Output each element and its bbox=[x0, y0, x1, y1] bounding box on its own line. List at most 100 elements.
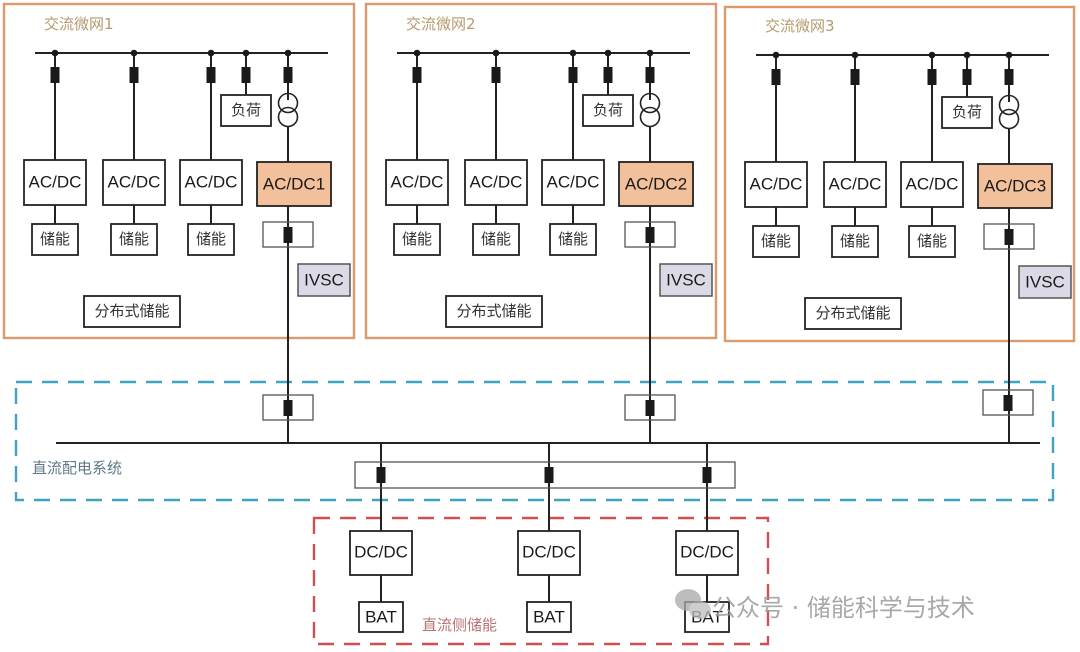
ac-dc-converter-label: AC/DC bbox=[470, 173, 523, 192]
ac-dc-converter-box bbox=[385, 159, 449, 206]
storage-box bbox=[31, 223, 79, 256]
dc-tie-breaker-frame bbox=[982, 389, 1034, 416]
breaker-icon bbox=[206, 67, 216, 83]
main-ac-dc-converter-label: AC/DC2 bbox=[625, 175, 687, 194]
ivsc-label: IVSC bbox=[304, 271, 344, 290]
distributed-storage-box bbox=[804, 297, 902, 330]
microgrid-panel-3 bbox=[723, 5, 1076, 343]
breaker-icon bbox=[412, 67, 422, 83]
bus-node-icon bbox=[130, 49, 138, 57]
storage-label: 储能 bbox=[119, 230, 149, 248]
ivsc-label: IVSC bbox=[1025, 273, 1065, 292]
ac-dc-converter-box bbox=[23, 159, 87, 206]
ac-dc-converter-box bbox=[102, 159, 166, 206]
breaker-icon bbox=[568, 67, 578, 83]
ivsc-box bbox=[1018, 265, 1072, 299]
breaker-icon bbox=[50, 67, 60, 83]
breaker-icon bbox=[1004, 69, 1014, 85]
distributed-storage-box bbox=[83, 295, 181, 328]
battery-label: BAT bbox=[365, 608, 397, 627]
transformer-icon bbox=[277, 106, 299, 128]
transformer-icon bbox=[998, 108, 1020, 130]
breaker-icon bbox=[241, 67, 251, 83]
storage-feeder-frame bbox=[354, 461, 736, 489]
ac-dc-converter-box bbox=[900, 161, 964, 208]
ac-dc-converter-label: AC/DC bbox=[906, 175, 959, 194]
wechat-bubble-icon bbox=[689, 601, 711, 619]
bus-node-icon bbox=[851, 51, 859, 59]
dc-dc-converter-box bbox=[349, 530, 413, 576]
storage-label: 储能 bbox=[40, 230, 70, 248]
bus-node-icon bbox=[646, 49, 654, 57]
ivsc-box bbox=[659, 263, 713, 297]
storage-box bbox=[549, 223, 597, 256]
load-box bbox=[941, 96, 993, 129]
breaker-icon bbox=[544, 467, 554, 483]
dc-dc-converter-box bbox=[675, 530, 739, 576]
microgrid-panel-2 bbox=[364, 2, 718, 340]
microgrid-panel-1 bbox=[2, 2, 356, 340]
transformer-icon bbox=[998, 94, 1020, 116]
storage-box bbox=[831, 225, 879, 258]
distributed-storage-box bbox=[445, 295, 543, 328]
bus-node-icon bbox=[1005, 51, 1013, 59]
wechat-icon bbox=[675, 589, 711, 619]
bus-node-icon bbox=[207, 49, 215, 57]
storage-box bbox=[393, 223, 441, 256]
dc-breaker-frame bbox=[983, 223, 1035, 250]
transformer-icon bbox=[277, 92, 299, 114]
ac-dc-converter-label: AC/DC bbox=[185, 173, 238, 192]
load-label: 负荷 bbox=[952, 103, 982, 121]
bus-node-icon bbox=[51, 49, 59, 57]
watermark-text: 公众号 · 储能科学与技术 bbox=[712, 594, 975, 622]
storage-label: 储能 bbox=[196, 230, 226, 248]
storage-box bbox=[187, 223, 235, 256]
dc-tie-breaker-frame bbox=[262, 394, 314, 421]
bus-node-icon bbox=[963, 51, 971, 59]
storage-box bbox=[752, 225, 800, 258]
dc-tie-breaker-frame bbox=[624, 394, 676, 421]
storage-box bbox=[908, 225, 956, 258]
breaker-icon bbox=[927, 69, 937, 85]
breaker-icon bbox=[771, 69, 781, 85]
transformer-icon bbox=[639, 92, 661, 114]
ac-dc-converter-label: AC/DC bbox=[547, 173, 600, 192]
microgrid-title: 交流微网2 bbox=[406, 15, 476, 33]
load-label: 负荷 bbox=[593, 101, 623, 119]
ac-dc-converter-label: AC/DC bbox=[829, 175, 882, 194]
battery-label: BAT bbox=[533, 608, 565, 627]
bus-node-icon bbox=[772, 51, 780, 59]
breaker-icon bbox=[1004, 229, 1014, 245]
ac-dc-converter-box bbox=[744, 161, 808, 208]
dc-system-frame bbox=[14, 380, 1055, 502]
bus-node-icon bbox=[413, 49, 421, 57]
ac-dc-converter-box bbox=[464, 159, 528, 206]
ac-dc-converter-label: AC/DC bbox=[391, 173, 444, 192]
storage-label: 储能 bbox=[761, 232, 791, 250]
breaker-icon bbox=[491, 67, 501, 83]
battery-box bbox=[358, 601, 404, 633]
ivsc-box bbox=[297, 263, 351, 297]
storage-label: 储能 bbox=[840, 232, 870, 250]
breaker-icon bbox=[1003, 395, 1013, 411]
breaker-icon bbox=[645, 227, 655, 243]
breaker-icon bbox=[702, 467, 712, 483]
breaker-icon bbox=[645, 67, 655, 83]
distributed-storage-label: 分布式储能 bbox=[456, 302, 531, 320]
storage-box bbox=[472, 223, 520, 256]
main-ac-dc-converter-label: AC/DC1 bbox=[263, 175, 325, 194]
load-box bbox=[220, 94, 272, 127]
breaker-icon bbox=[645, 400, 655, 416]
breaker-icon bbox=[283, 400, 293, 416]
dc-breaker-frame bbox=[624, 221, 676, 248]
battery-box bbox=[526, 601, 572, 633]
breaker-icon bbox=[850, 69, 860, 85]
dc-dc-converter-label: DC/DC bbox=[680, 543, 734, 562]
microgrid-title: 交流微网3 bbox=[765, 17, 835, 35]
dc-storage-title: 直流侧储能 bbox=[422, 616, 497, 634]
bus-node-icon bbox=[242, 49, 250, 57]
breaker-icon bbox=[603, 67, 613, 83]
main-ac-dc-converter-label: AC/DC3 bbox=[984, 177, 1046, 196]
bus-node-icon bbox=[569, 49, 577, 57]
ac-dc-converter-box bbox=[823, 161, 887, 208]
